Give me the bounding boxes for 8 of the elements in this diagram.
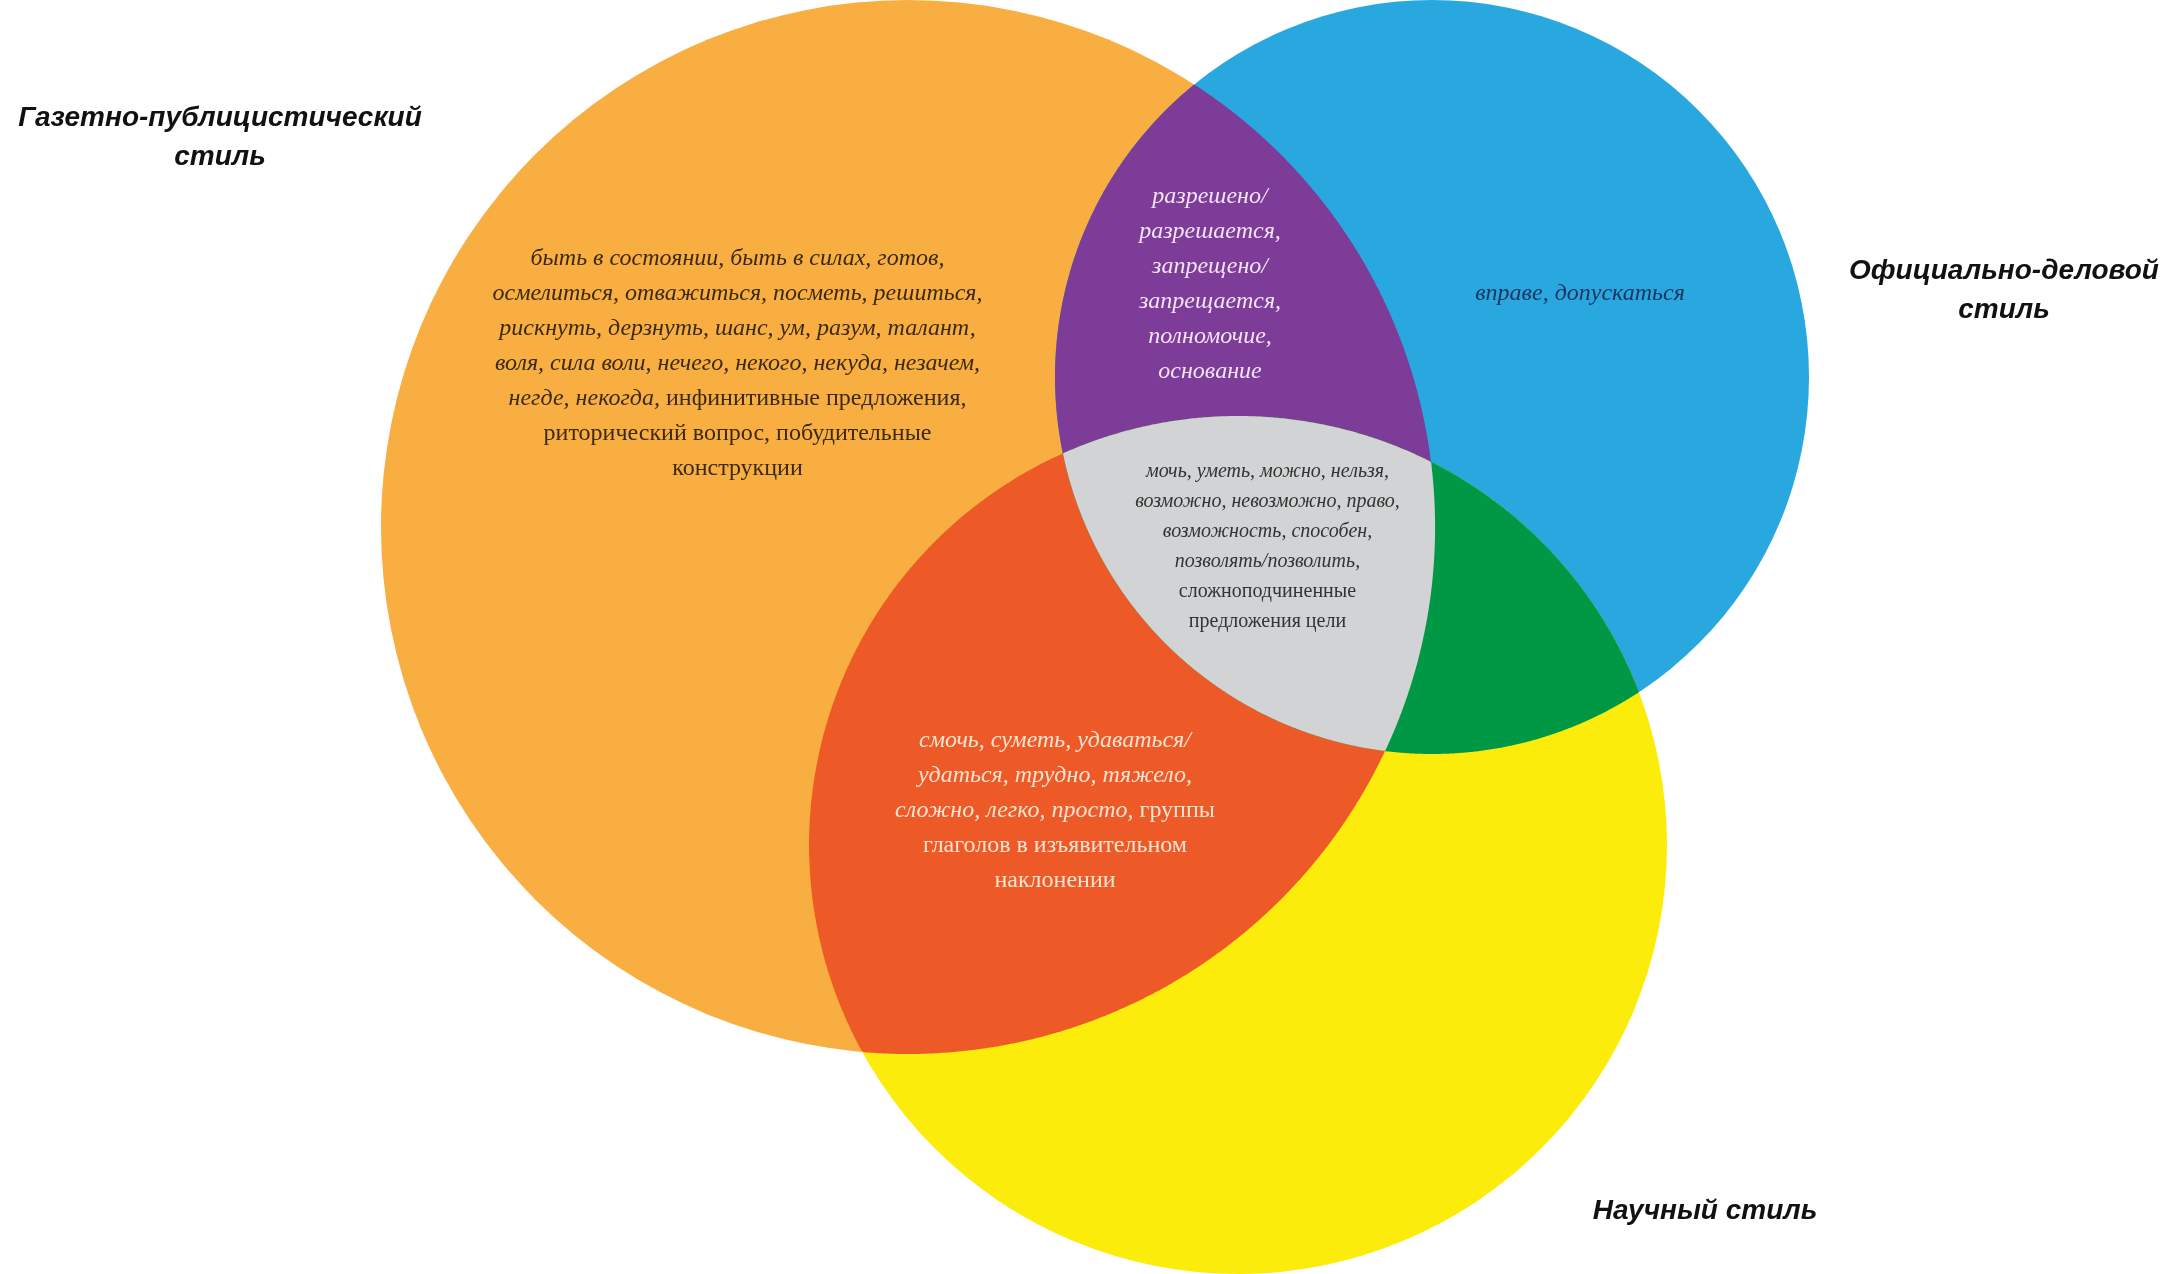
word-list: разрешено/ разрешается, запрещено/ запрещается, полномочие, основание — [1100, 178, 1320, 388]
word-list: смочь, суметь, удаваться/удаться, трудно, тяжело, сложно, легко, просто, группы глаголов в изъявительном наклонении — [880, 722, 1230, 897]
word-list: мочь, уметь, можно, нельзя, возможно, невозможно, право, возможность, способен, позволять/позволить, сложноподчиненные предложения цели — [1125, 455, 1410, 635]
word-list: вправе, допускаться — [1430, 275, 1730, 310]
style-label: Официально-деловой стиль — [1848, 253, 2160, 326]
style-label: Научный стиль — [1591, 1193, 1819, 1227]
style-label: Газетно-публицистический стиль — [17, 100, 423, 173]
word-list: быть в состоянии, быть в силах, готов, осмелиться, отважиться, посметь, решиться, рискнуть, дерзнуть, шанс, ум, разум, талант, воля, сила воли, нечего, некого, некуда, незачем, негде, некогда, инфинитивные предложения, риторический вопрос, побудительные конструкции — [485, 240, 990, 485]
